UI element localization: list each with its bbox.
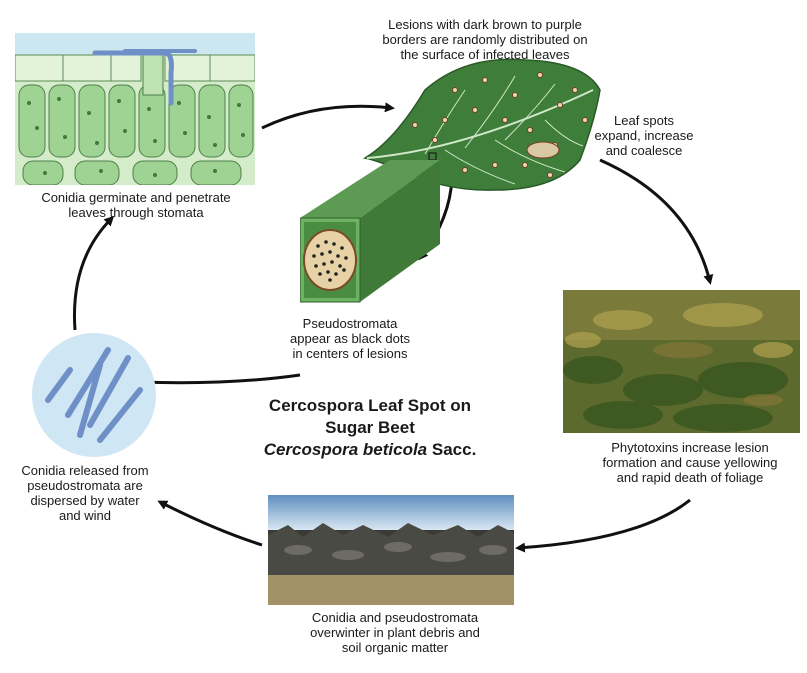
caption-germinate: Conidia germinate and penetrate leaves t…	[41, 190, 231, 220]
arrow-to-conidia-released	[137, 373, 301, 388]
soil-debris	[268, 495, 514, 605]
caption-leaf-spots: Leaf spots expand, increase and coalesce	[594, 113, 694, 158]
arrow-to-leaf	[261, 102, 395, 130]
infected-leaf	[362, 58, 601, 191]
leaf-cross-section	[15, 33, 255, 185]
title-line-2: Sugar Beet	[325, 418, 415, 437]
arrow-to-field	[599, 158, 714, 285]
arrow-to-conidia	[157, 500, 263, 547]
title-authority: Sacc.	[427, 440, 477, 459]
arrow-to-debris	[515, 498, 691, 553]
caption-released: Conidia released from pseudostromata are…	[21, 463, 149, 523]
field-photo	[563, 290, 800, 433]
arrow-to-stomata	[72, 215, 115, 331]
caption-pseudostromata: Pseudostromata appear as black dots in c…	[290, 316, 410, 361]
pseudostromata-magnified	[300, 160, 440, 303]
caption-overwinter: Conidia and pseudostromata overwinter in…	[310, 610, 480, 655]
title-species: Cercospora beticola	[263, 440, 428, 459]
caption-phytotoxins: Phytotoxins increase lesion formation an…	[602, 440, 778, 485]
conidia-circle	[32, 333, 156, 457]
title-species-line: Cercospora beticola Sacc.	[230, 439, 510, 461]
diagram-title: Cercospora Leaf Spot on Sugar Beet Cerco…	[230, 395, 510, 461]
caption-lesions: Lesions with dark brown to purple border…	[382, 17, 588, 62]
title-line-1: Cercospora Leaf Spot on	[268, 396, 472, 415]
